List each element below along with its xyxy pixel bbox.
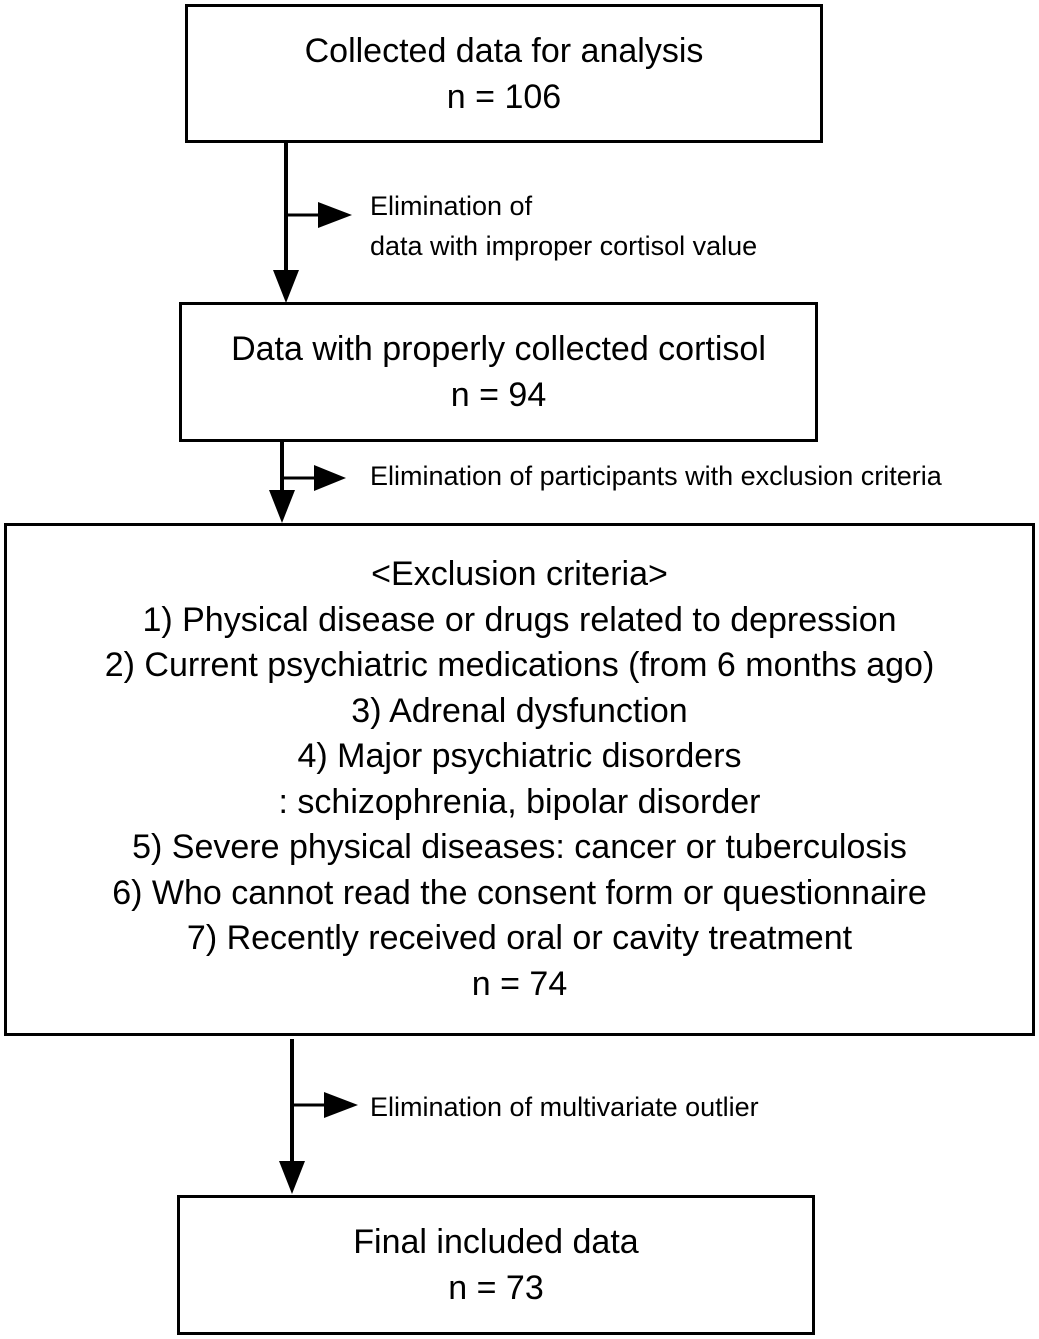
criterion-7: 7) Recently received oral or cavity trea… (186, 919, 853, 957)
main-arrow-2 (269, 442, 295, 523)
note-multivariate-outlier: Elimination of multivariate outlier (370, 1087, 759, 1127)
note-exclusion-criteria: Elimination of participants with exclusi… (370, 456, 942, 496)
criterion-3: 3) Adrenal dysfunction (351, 691, 688, 730)
note-improper-cortisol: Elimination of data with improper cortis… (370, 186, 757, 266)
criterion-4: 4) Major psychiatric disorders (297, 737, 742, 775)
criterion-1: 1) Physical disease or drugs related to … (142, 600, 897, 639)
criterion-5: 5) Severe physical diseases: cancer or t… (132, 828, 907, 866)
final-data-box: Final included data n = 73 (177, 1195, 815, 1335)
proper-cortisol-box: Data with properly collected cortisol n … (179, 302, 818, 442)
collected-data-box: Collected data for analysis n = 106 (185, 4, 823, 143)
box-count: n = 74 (471, 964, 568, 1003)
note-line: data with improper cortisol value (370, 231, 758, 261)
side-arrow-3 (292, 1092, 358, 1118)
side-arrow-1 (286, 202, 352, 228)
criterion-2: 2) Current psychiatric medications (from… (104, 646, 935, 684)
criterion-6: 6) Who cannot read the consent form or q… (112, 873, 927, 912)
box-title: Final included data (353, 1223, 639, 1261)
main-arrow-3 (279, 1039, 305, 1194)
exclusion-criteria-box: <Exclusion criteria> 1) Physical disease… (4, 523, 1035, 1036)
box-count: n = 94 (450, 376, 547, 414)
box-title: Collected data for analysis (304, 31, 704, 70)
side-arrow-2 (282, 465, 346, 491)
note-line: Elimination of multivariate outlier (370, 1092, 759, 1122)
note-line: Elimination of participants with exclusi… (370, 461, 942, 491)
box-count: n = 73 (448, 1269, 544, 1307)
box-heading: <Exclusion criteria> (371, 555, 668, 593)
note-line: Elimination of (370, 191, 533, 221)
box-count: n = 106 (446, 77, 562, 116)
criterion-4-detail: : schizophrenia, bipolar disorder (278, 782, 761, 821)
box-title: Data with properly collected cortisol (231, 330, 766, 368)
main-arrow-1 (273, 143, 299, 303)
